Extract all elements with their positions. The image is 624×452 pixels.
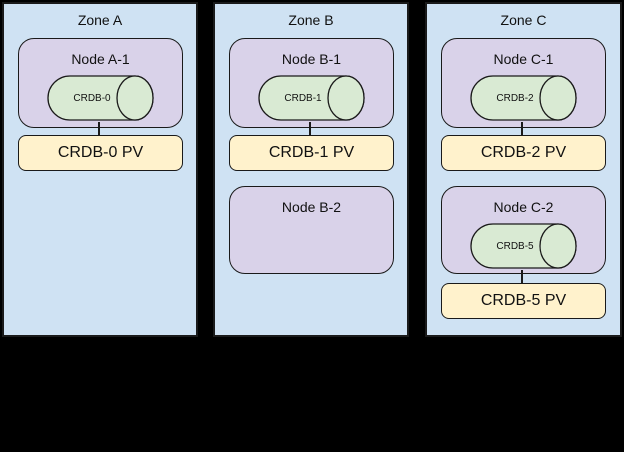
node-b1-title: Node B-1 (281, 51, 342, 67)
node-a1-box: Node A-1 CRDB-0 (18, 38, 183, 128)
connector-line (309, 122, 311, 136)
pv-crdb-5-box: CRDB-5 PV (441, 283, 606, 319)
zone-c-title: Zone C (500, 12, 547, 28)
connector-line (521, 122, 523, 136)
pod-crdb-0: CRDB-0 (47, 75, 154, 121)
pod-crdb-1: CRDB-1 (258, 75, 365, 121)
pv-crdb-2-label: CRDB-2 PV (480, 144, 567, 161)
pod-crdb-0-label: CRDB-0 (73, 92, 111, 104)
node-c1-box: Node C-1 CRDB-2 (441, 38, 606, 128)
zone-a-title: Zone A (77, 12, 123, 28)
node-c2-box: Node C-2 CRDB-5 (441, 186, 606, 274)
pv-crdb-0-label: CRDB-0 PV (57, 144, 144, 161)
pod-crdb-2-label: CRDB-2 (496, 92, 534, 104)
connector-line (521, 270, 523, 284)
pod-crdb-5: CRDB-5 (470, 223, 577, 269)
node-b2-box: Node B-2 (229, 186, 394, 274)
database-cylinder-icon (47, 75, 154, 121)
pv-crdb-5-label: CRDB-5 PV (480, 292, 567, 309)
node-c2-title: Node C-2 (493, 199, 554, 215)
node-c1-title: Node C-1 (493, 51, 554, 67)
pv-crdb-2-box: CRDB-2 PV (441, 135, 606, 171)
pv-crdb-0-box: CRDB-0 PV (18, 135, 183, 171)
node-a1-title: Node A-1 (71, 51, 130, 67)
pv-crdb-1-label: CRDB-1 PV (268, 144, 355, 161)
database-cylinder-icon (470, 75, 577, 121)
pv-crdb-1-box: CRDB-1 PV (229, 135, 394, 171)
pod-crdb-5-label: CRDB-5 (496, 240, 534, 252)
node-b2-title: Node B-2 (281, 199, 342, 215)
pod-crdb-1-label: CRDB-1 (284, 92, 322, 104)
node-b1-box: Node B-1 CRDB-1 (229, 38, 394, 128)
zone-c-container: Zone C Node C-1 CRDB-2 CRDB-2 PV Node C-… (425, 2, 622, 337)
zone-b-container: Zone B Node B-1 CRDB-1 CRDB-1 PV Node B-… (213, 2, 409, 337)
database-cylinder-icon (258, 75, 365, 121)
database-cylinder-icon (470, 223, 577, 269)
zone-a-container: Zone A Node A-1 CRDB-0 CRDB-0 PV (2, 2, 198, 337)
zone-b-title: Zone B (288, 12, 334, 28)
connector-line (98, 122, 100, 136)
pod-crdb-2: CRDB-2 (470, 75, 577, 121)
